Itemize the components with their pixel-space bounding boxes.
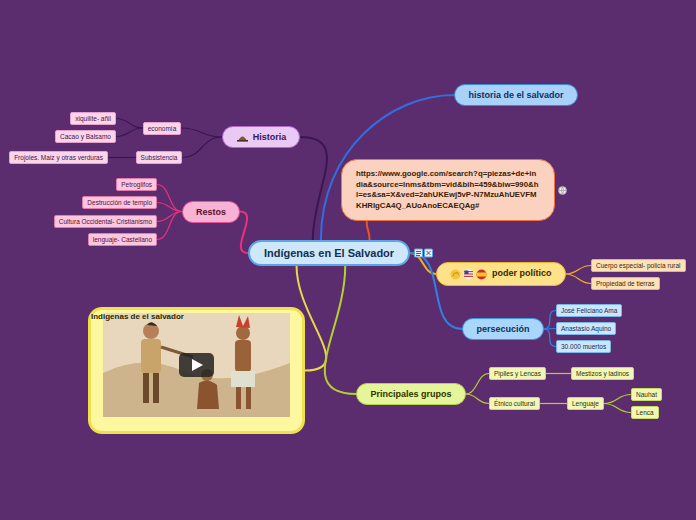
topic-text: Propiedad de tierras xyxy=(596,280,655,287)
branch-connector xyxy=(300,137,327,240)
subtopic-box: Anastasio Aquino xyxy=(556,322,616,335)
topic-text: Lenguaje xyxy=(572,400,599,407)
node-icons xyxy=(414,248,434,258)
subtopic-box: Cuerpo especial- policía rural xyxy=(591,259,686,272)
topic-pill: persecución xyxy=(462,318,543,340)
branch-connector xyxy=(566,266,592,275)
subtopic-box: Lenguaje xyxy=(567,397,604,410)
branch-connector xyxy=(566,274,592,284)
subtopic-box: Petroglifos xyxy=(116,178,157,191)
branch-connector xyxy=(546,373,571,374)
subtopic-box: Cacao y Balsamo xyxy=(55,130,116,143)
topic-text: xiquilite- añil xyxy=(75,115,111,122)
topic-pill: Principales grupos xyxy=(356,383,465,405)
subtopic-box: Mestizos y ladinos xyxy=(571,367,634,380)
topic-text: lenguaje- Castellano xyxy=(93,236,152,243)
subtopic-box: José Feliciano Ama xyxy=(556,304,622,317)
topic-text: Lenca xyxy=(636,409,654,416)
topic-text: Petroglifos xyxy=(121,181,152,188)
topic-text: Restos xyxy=(196,207,226,217)
topic-text: Historia xyxy=(253,132,287,142)
topic-text: Cultura Occidental- Cristianismo xyxy=(59,218,152,225)
branch-connector xyxy=(157,212,182,222)
branch-connector xyxy=(466,374,489,395)
topic-text: Subsistencia xyxy=(141,154,178,161)
topic-pill: historia de el salvador xyxy=(454,84,577,106)
branch-connector xyxy=(181,128,221,137)
branch-connector xyxy=(540,403,567,404)
topic-text: 30.000 muertos xyxy=(561,343,606,350)
branch-connector xyxy=(544,311,556,330)
topic-text: Cuerpo especial- policía rural xyxy=(596,262,681,269)
branch-connector xyxy=(157,185,182,212)
topic-text: Indígenas en El Salvador xyxy=(264,247,394,259)
topic-text: economía xyxy=(148,125,177,132)
topic-text: Cacao y Balsamo xyxy=(60,133,111,140)
topic-text: José Feliciano Ama xyxy=(561,307,617,314)
video-topic: Indigenas de el salvador xyxy=(88,307,305,434)
branch-connector xyxy=(604,404,631,413)
topic-text: Nauhat xyxy=(636,391,657,398)
branch-connector xyxy=(466,394,489,404)
subtopic-box: Nauhat xyxy=(631,388,662,401)
topic-pill: poder político xyxy=(436,262,566,285)
topic-text: poder político xyxy=(492,268,552,278)
subtopic-box: Destrucción de templo xyxy=(82,196,157,209)
branch-connector xyxy=(116,119,143,129)
topic-text: Destrucción de templo xyxy=(87,199,152,206)
topic-text: Anastasio Aquino xyxy=(561,325,611,332)
branch-connector xyxy=(157,212,182,240)
topic-text: Pipiles y Lencas xyxy=(494,370,541,377)
topic-text: Indigenas de el salvador xyxy=(91,312,184,321)
topic-text: https://www.google.com/search?q=piezas+d… xyxy=(356,169,538,210)
branch-connector xyxy=(240,212,248,254)
branch-connector xyxy=(108,157,136,158)
branch-connector xyxy=(367,221,370,240)
subtopic-box: 30.000 muertos xyxy=(556,340,611,353)
central-topic: Indígenas en El Salvador xyxy=(248,240,410,266)
branch-connector xyxy=(116,128,143,137)
subtopic-box: xiquilite- añil xyxy=(70,112,116,125)
subtopic-box: Frojoles. Maiz y otras verduras xyxy=(9,151,108,164)
indigenous-illustration xyxy=(103,313,290,417)
topic-text: Principales grupos xyxy=(370,389,451,399)
topic-text: persecución xyxy=(476,324,529,334)
history-icon xyxy=(236,132,249,142)
branch-connector xyxy=(182,137,221,158)
subtopic-box: Pipiles y Lencas xyxy=(489,367,546,380)
subtopic-box: lenguaje- Castellano xyxy=(88,233,157,246)
branch-connector xyxy=(604,395,631,404)
subtopic-box: Subsistencia xyxy=(136,151,183,164)
subtopic-box: economía xyxy=(143,122,182,135)
topic-text: Mestizos y ladinos xyxy=(576,370,629,377)
branch-connector xyxy=(544,329,556,347)
link-icon xyxy=(558,186,567,195)
branch-connector xyxy=(157,203,182,212)
subtopic-box: Propiedad de tierras xyxy=(591,277,660,290)
flag-icons xyxy=(450,269,488,280)
topic-pill: Restos xyxy=(182,201,240,223)
topic-pill: Historia xyxy=(222,126,301,149)
subtopic-box: Lenca xyxy=(631,406,659,419)
topic-text: historia de el salvador xyxy=(468,90,563,100)
subtopic-box: Étnico cultural xyxy=(489,397,540,410)
branch-connector xyxy=(325,266,357,394)
subtopic-box: Cultura Occidental- Cristianismo xyxy=(54,215,157,228)
topic-text: Frojoles. Maiz y otras verduras xyxy=(14,154,103,161)
topic-pill: https://www.google.com/search?q=piezas+d… xyxy=(341,159,555,221)
topic-text: Étnico cultural xyxy=(494,400,535,407)
